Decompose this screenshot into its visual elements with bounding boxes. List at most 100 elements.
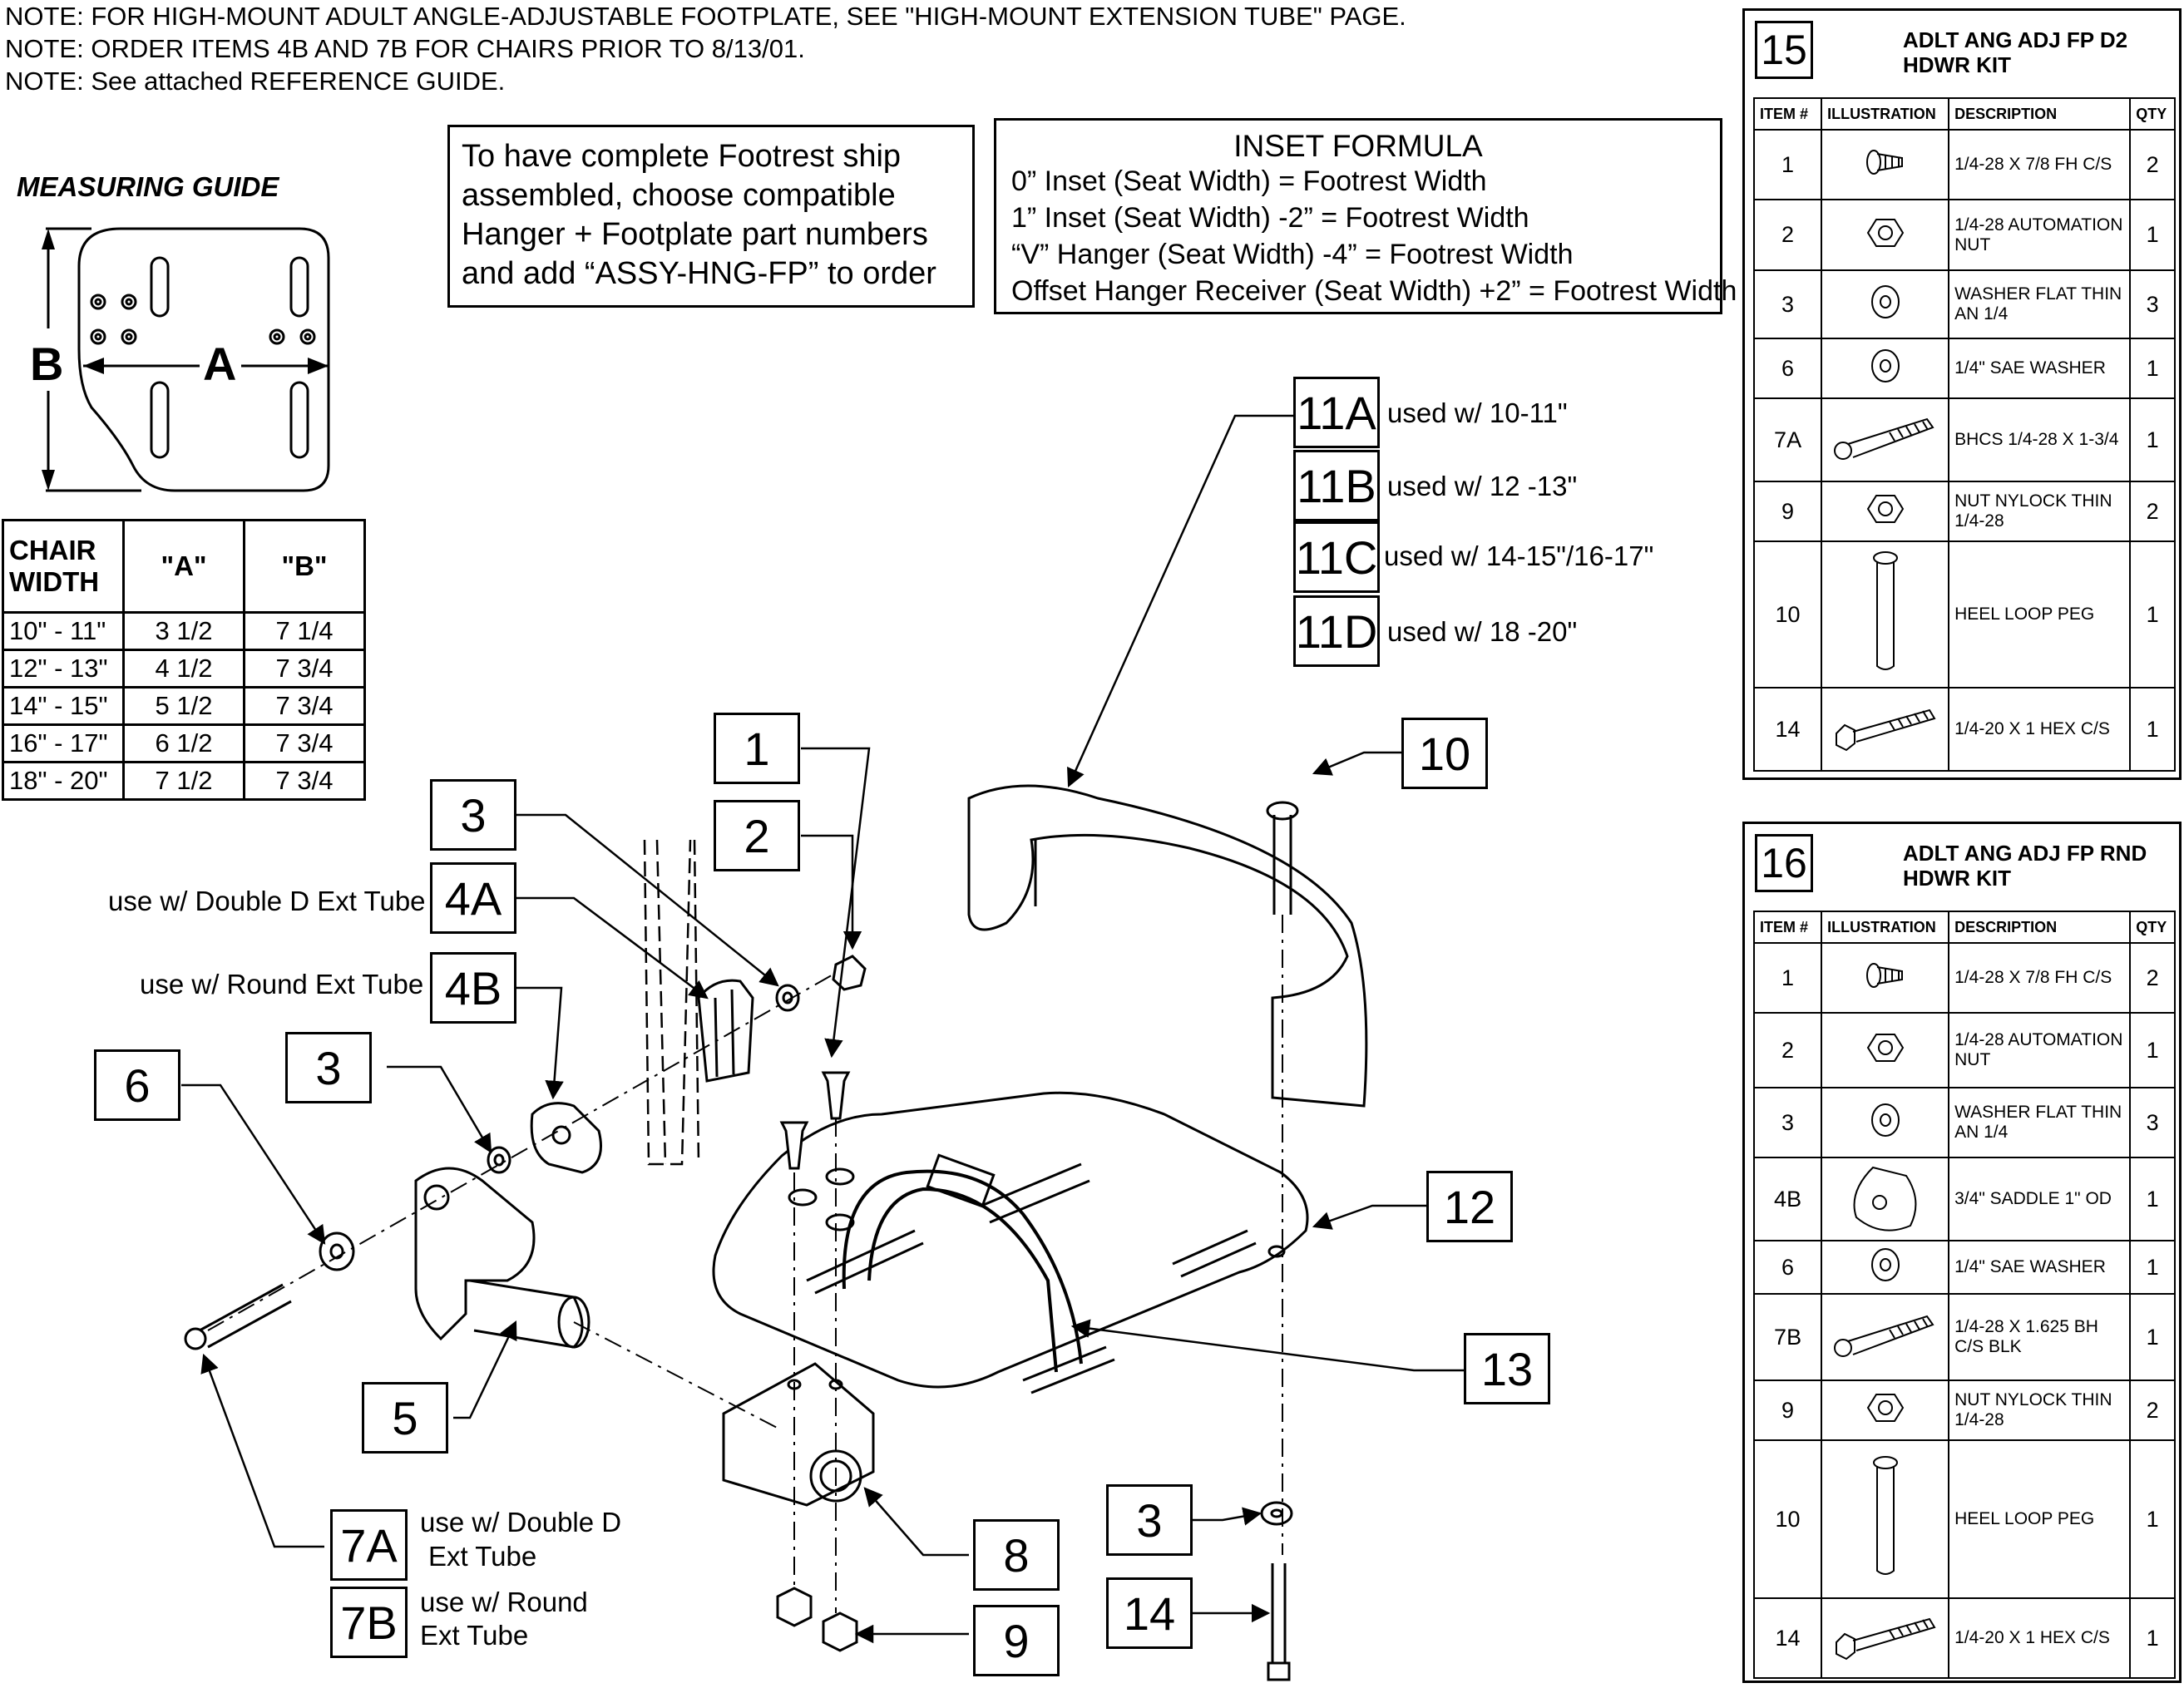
kit-item-number: 6 <box>1752 338 1823 399</box>
kit-item-qty: 2 <box>2129 942 2176 1014</box>
note-line: NOTE: ORDER ITEMS 4B AND 7B FOR CHAIRS P… <box>5 34 805 63</box>
callout-14: 14 <box>1106 1577 1193 1649</box>
kit-item-description: WASHER FLAT THIN AN 1/4 <box>1948 1087 2132 1158</box>
hex-nut-icon <box>1821 199 1950 271</box>
kit-item-qty: 1 <box>2129 1439 2176 1599</box>
table-header-row: CHAIR WIDTH "A" "B" <box>2 519 366 614</box>
inset-formula-title: INSET FORMULA <box>1233 129 1483 163</box>
inset-formula-line: 0” Inset (Seat Width) = Footrest Width <box>1011 165 1487 197</box>
kit-item-number: 10 <box>1752 540 1823 689</box>
note-11b: used w/ 12 -13" <box>1387 471 1578 501</box>
kit-item-number: 14 <box>1752 1597 1823 1679</box>
callout-8: 8 <box>973 1519 1060 1591</box>
kit-item-description: HEEL LOOP PEG <box>1948 540 2132 689</box>
button-head-bolt-icon <box>1821 397 1950 482</box>
kit-item-number: 14 <box>1752 687 1823 772</box>
kit-item-qty: 1 <box>2129 1597 2176 1679</box>
callout-3: 3 <box>430 779 516 851</box>
hex-nut-icon <box>1821 481 1950 542</box>
note-11c: used w/ 14-15"/16-17" <box>1384 540 1654 571</box>
kit-item-qty: 1 <box>2129 687 2176 772</box>
note-4a: use w/ Double D Ext Tube <box>108 886 426 916</box>
note-11d: used w/ 18 -20" <box>1387 616 1578 647</box>
note-7b: use w/ Round <box>420 1587 588 1617</box>
kit-title: ADLT ANG ADJ FP D2 HDWR KIT <box>1903 27 2128 77</box>
callout-5: 5 <box>362 1382 448 1454</box>
kit-item-number: 1 <box>1752 942 1823 1014</box>
table-header-row: ITEM # ILLUSTRATION DESCRIPTION QTY <box>1752 911 2176 944</box>
table-cell: 7 1/4 <box>243 611 366 651</box>
callout-11d: 11D <box>1293 595 1380 667</box>
column-header-qty: QTY <box>2129 97 2176 131</box>
kit-title: ADLT ANG ADJ FP RND HDWR KIT <box>1903 841 2147 891</box>
table-cell: 7 3/4 <box>243 761 366 801</box>
inset-formula: INSET FORMULA 0” Inset (Seat Width) = Fo… <box>994 118 1737 314</box>
kit-item-qty: 1 <box>2129 1157 2176 1241</box>
table-cell: 7 3/4 <box>243 686 366 726</box>
kit-item-description: NUT NYLOCK THIN 1/4-28 <box>1948 481 2132 542</box>
kit-item-number: 3 <box>1752 269 1823 339</box>
hardware-kit-15: 15 ADLT ANG ADJ FP D2 HDWR KIT ITEM # IL… <box>1742 8 2182 780</box>
kit-item-description: 1/4-28 X 1.625 BH C/S BLK <box>1948 1293 2132 1381</box>
kit-item-qty: 2 <box>2129 481 2176 542</box>
peg-icon <box>1821 540 1950 689</box>
saddle-icon <box>1821 1157 1950 1241</box>
callout-11c: 11C <box>1293 521 1380 593</box>
kit-item-qty: 1 <box>2129 1240 2176 1295</box>
note-7a: use w/ Double D <box>420 1507 622 1537</box>
kit-item-number: 9 <box>1752 1380 1823 1441</box>
callout-10: 10 <box>1401 718 1488 789</box>
table-cell: 12" - 13" <box>2 649 125 689</box>
callout-4a: 4A <box>430 862 516 934</box>
kit-item-qty: 1 <box>2129 1293 2176 1381</box>
kit-item-number: 7A <box>1752 397 1823 482</box>
kit-item-qty: 1 <box>2129 199 2176 271</box>
callout-7a: 7A <box>330 1509 408 1581</box>
kit-item-description: 1/4-28 X 7/8 FH C/S <box>1948 942 2132 1014</box>
kit-item-number: 9 <box>1752 481 1823 542</box>
kit-item-number: 1 <box>1752 129 1823 200</box>
kit-item-number: 3 <box>1752 1087 1823 1158</box>
kit-item-number: 4B <box>1752 1157 1823 1241</box>
peg-icon <box>1821 1439 1950 1599</box>
kit-item-description: 1/4-20 X 1 HEX C/S <box>1948 1597 2132 1679</box>
callout-11b: 11B <box>1293 450 1380 521</box>
column-header-a: "A" <box>122 519 245 614</box>
kit-item-description: 1/4" SAE WASHER <box>1948 338 2132 399</box>
inset-formula-line: “V” Hanger (Seat Width) -4” = Footrest W… <box>1011 239 1574 270</box>
kit-item-number: 7B <box>1752 1293 1823 1381</box>
column-header-description: DESCRIPTION <box>1948 97 2132 131</box>
callout-11a: 11A <box>1293 377 1380 448</box>
measuring-guide-footplate-drawing <box>42 227 330 492</box>
button-head-bolt-icon <box>1821 1293 1950 1381</box>
column-header-illustration: ILLUSTRATION <box>1821 911 1950 944</box>
inset-formula-line: Offset Hanger Receiver (Seat Width) +2” … <box>1011 275 1737 307</box>
dimension-label-b: B <box>30 338 64 390</box>
kit-item-qty: 1 <box>2129 397 2176 482</box>
column-header-description: DESCRIPTION <box>1948 911 2132 944</box>
assembly-note: To have complete Footrest ship assembled… <box>447 125 975 308</box>
callout-12: 12 <box>1426 1171 1513 1242</box>
kit-item-description: WASHER FLAT THIN AN 1/4 <box>1948 269 2132 339</box>
exploded-parts-diagram <box>181 414 1464 1681</box>
kit-item-qty: 1 <box>2129 338 2176 399</box>
kit-item-qty: 3 <box>2129 1087 2176 1158</box>
kit-item-description: NUT NYLOCK THIN 1/4-28 <box>1948 1380 2132 1441</box>
washer-icon <box>1821 338 1950 399</box>
callout-4b: 4B <box>430 952 516 1024</box>
kit-item-description: 1/4" SAE WASHER <box>1948 1240 2132 1295</box>
washer-icon <box>1821 1087 1950 1158</box>
